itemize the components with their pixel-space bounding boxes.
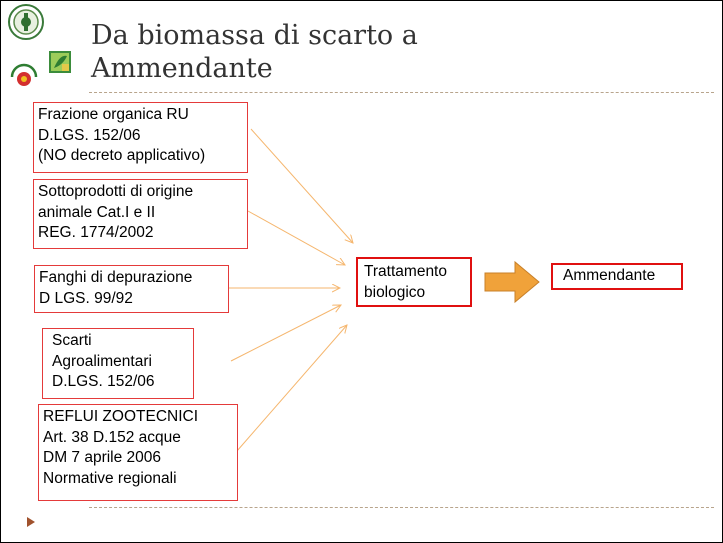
source-box-fanghi: Fanghi di depurazione D LGS. 99/92 (34, 265, 229, 313)
source-1-line-2: D.LGS. 152/06 (38, 126, 141, 144)
red-emblem-logo (9, 63, 39, 96)
connector-arrow-4 (230, 305, 341, 362)
result-label: Ammendante (563, 267, 656, 284)
source-box-sottoprodotti: Sottoprodotti di origine animale Cat.I e… (33, 179, 248, 249)
source-2-line-2: animale Cat.I e II (38, 203, 156, 221)
process-line-2: biologico (364, 283, 426, 301)
green-leaf-logo (49, 51, 71, 78)
source-4-line-3: D.LGS. 152/06 (52, 373, 155, 390)
big-right-arrow (484, 260, 540, 304)
connector-arrow-5 (236, 325, 347, 452)
university-seal-logo (7, 3, 45, 46)
source-5-line-1: REFLUI ZOOTECNICI (43, 408, 199, 425)
source-5-line-3: DM 7 aprile 2006 (43, 449, 162, 466)
source-4-line-2: Agroalimentari (52, 352, 152, 370)
slide-title: Da biomassa di scarto a Ammendante (91, 19, 418, 85)
source-box-reflui: REFLUI ZOOTECNICI Art. 38 D.152 acque DM… (38, 404, 238, 501)
source-1-line-3: (NO decreto applicativo) (38, 147, 206, 164)
process-box-trattamento: Trattamento biologico (356, 257, 472, 307)
source-2-line-3: REG. 1774/2002 (38, 224, 154, 241)
process-line-1: Trattamento (364, 263, 447, 280)
title-divider (89, 92, 714, 93)
result-box-ammendante: Ammendante (551, 263, 683, 290)
connector-arrow-2 (247, 210, 345, 265)
source-5-line-4: Normative regionali (43, 469, 177, 487)
title-line-2: Ammendante (91, 53, 273, 84)
connector-arrow-1 (250, 128, 353, 243)
source-1-line-1: Frazione organica RU (38, 106, 189, 123)
footer-divider (89, 507, 714, 508)
title-line-1: Da biomassa di scarto a (91, 20, 418, 51)
source-3-line-1: Fanghi di depurazione (39, 269, 193, 286)
bullet-icon (27, 517, 35, 527)
source-box-frazione-organica: Frazione organica RU D.LGS. 152/06 (NO d… (33, 102, 248, 173)
source-3-line-2: D LGS. 99/92 (39, 289, 133, 307)
source-2-line-1: Sottoprodotti di origine (38, 183, 194, 200)
source-5-line-2: Art. 38 D.152 acque (43, 428, 181, 446)
source-4-line-1: Scarti (52, 332, 92, 349)
source-box-scarti: Scarti Agroalimentari D.LGS. 152/06 (42, 328, 194, 399)
